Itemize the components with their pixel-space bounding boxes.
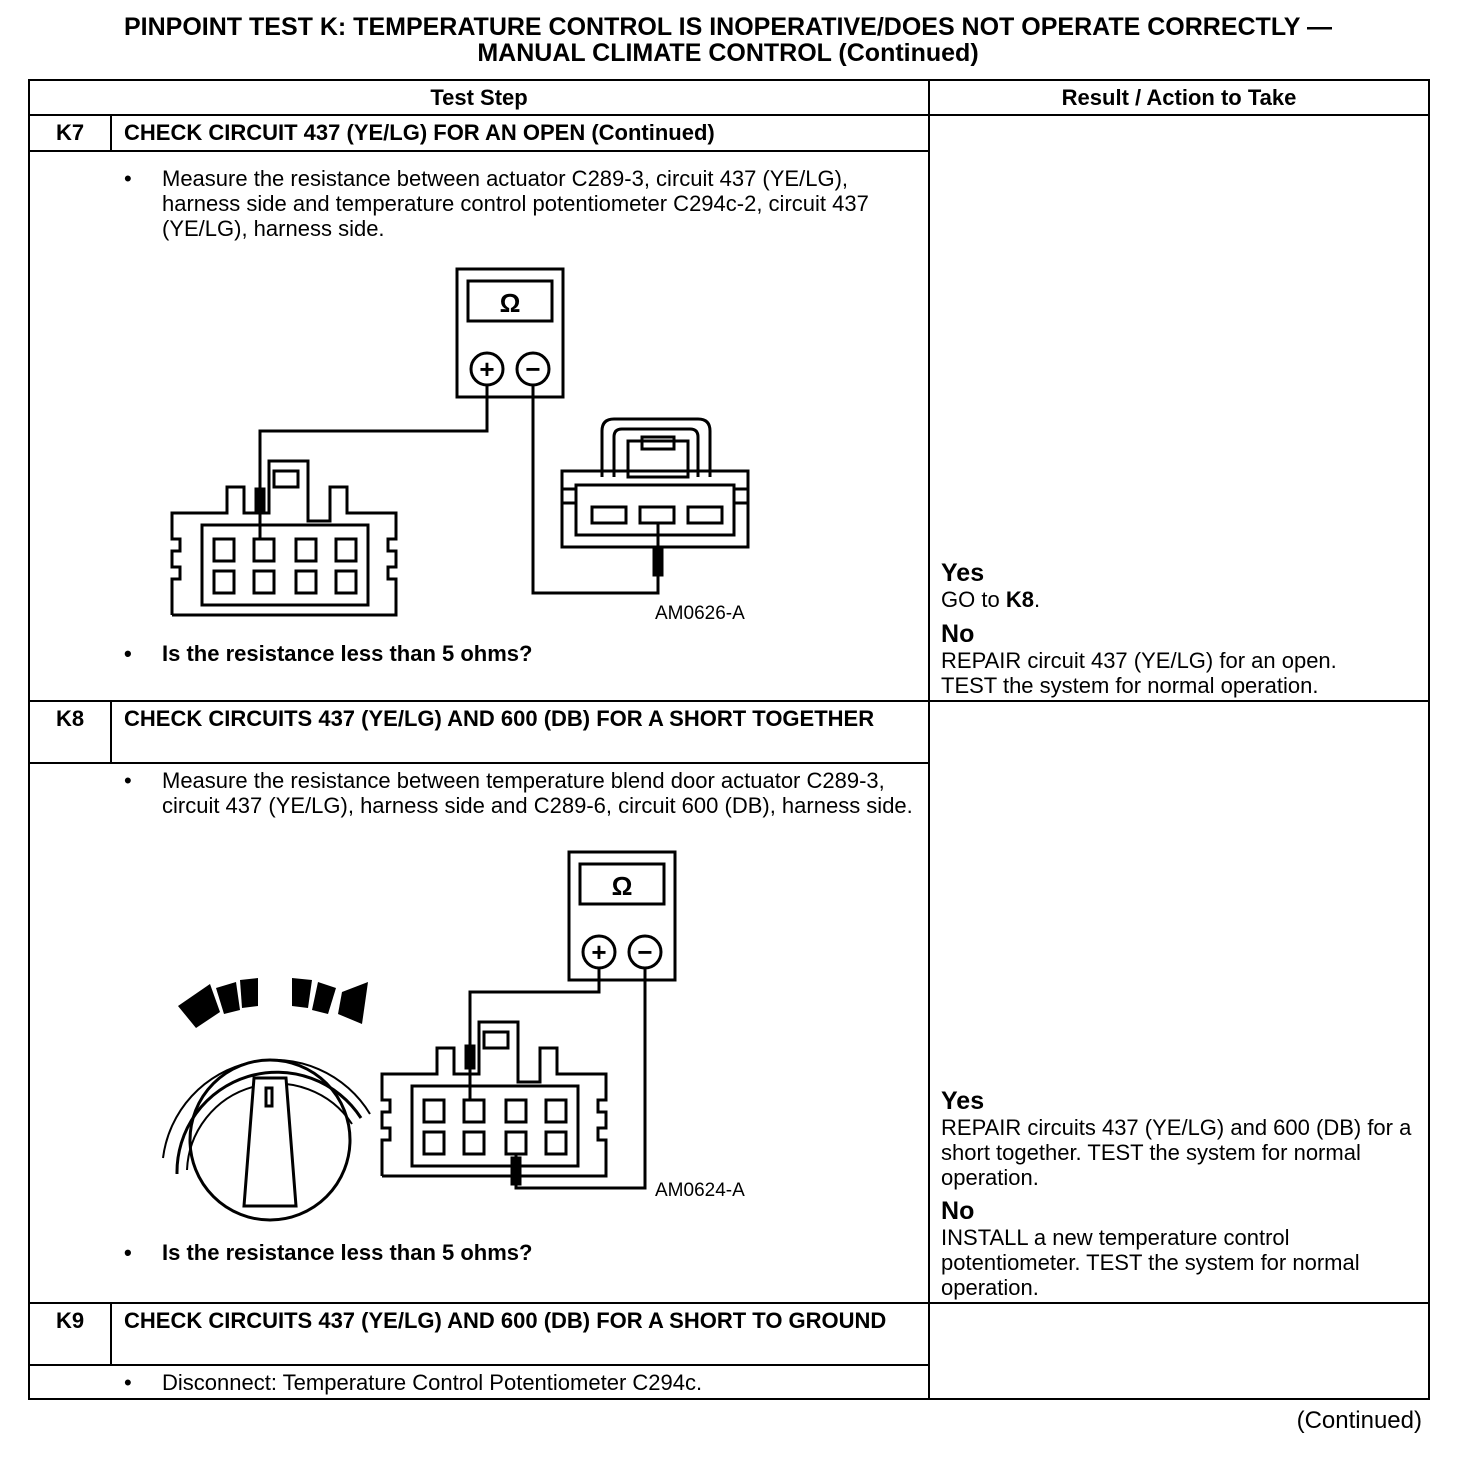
step-title-k9: CHECK CIRCUITS 437 (YE/LG) AND 600 (DB) …	[109, 1302, 931, 1366]
ohm-symbol-icon: Ω	[612, 871, 633, 901]
minus-symbol: −	[637, 937, 652, 967]
result-k7-no-text-1: REPAIR circuit 437 (YE/LG) for an open.	[941, 648, 1337, 673]
result-k7-yes-pre: GO to	[941, 587, 1006, 612]
result-k8-yes-label: Yes	[941, 1087, 985, 1115]
step-k7-body-row: • Measure the resistance between actuato…	[27, 150, 1429, 702]
step-k8-question-text: Is the resistance less than 5 ohms?	[162, 1240, 533, 1265]
bullet-dot: •	[124, 166, 132, 191]
ohm-symbol-icon: Ω	[500, 288, 521, 318]
positive-lead-wire	[258, 385, 489, 503]
ohmmeter-body	[567, 850, 677, 982]
step-k8-title-row: K8 CHECK CIRCUITS 437 (YE/LG) AND 600 (D…	[28, 700, 1431, 1304]
step-k7-body: • Measure the resistance between actuato…	[27, 150, 931, 702]
result-k8-yes-text: REPAIR circuits 437 (YE/LG) and 600 (DB)…	[941, 1115, 1412, 1190]
plus-symbol: +	[479, 354, 494, 384]
step-k9-instruction-text: Disconnect: Temperature Control Potentio…	[162, 1370, 703, 1395]
result-k8: Yes REPAIR circuits 437 (YE/LG) and 600 …	[928, 700, 1431, 1304]
rotation-arrows-icon	[178, 978, 368, 1028]
step-id-k8: K8	[28, 700, 112, 764]
step-k8-question: • Is the resistance less than 5 ohms?	[30, 1240, 928, 1265]
pinpoint-test-table: Test Step Result / Action to Take K7 CHE…	[27, 79, 1431, 1400]
actuator-connector-c289-icon	[380, 1020, 608, 1186]
ohmmeter-display	[466, 279, 554, 323]
step-k8-instruction-text: Measure the resistance between temperatu…	[162, 768, 913, 818]
ohmmeter: Ω + −	[567, 850, 677, 982]
step-k7-question-text: Is the resistance less than 5 ohms?	[162, 641, 533, 666]
result-k8-no-text: INSTALL a new temperature control potent…	[941, 1225, 1360, 1300]
step-title-k8: CHECK CIRCUITS 437 (YE/LG) AND 600 (DB) …	[109, 700, 931, 764]
ohmmeter: Ω + −	[455, 267, 565, 399]
figure-am0626-a: Ω + −	[170, 267, 750, 624]
result-k7-yes-text: GO to K8.	[941, 587, 1418, 612]
negative-lead-wire	[514, 968, 647, 1190]
step-k8-instruction: • Measure the resistance between tempera…	[30, 768, 928, 818]
step-k7-instruction-text: Measure the resistance between actuator …	[162, 166, 869, 241]
page-title-line-2: MANUAL CLIMATE CONTROL (Continued)	[477, 39, 979, 67]
step-k7-title-row: K7 CHECK CIRCUIT 437 (YE/LG) FOR AN OPEN…	[28, 114, 1431, 702]
result-k7-yes-label: Yes	[941, 559, 985, 587]
step-k7-question: • Is the resistance less than 5 ohms?	[30, 641, 928, 666]
bullet-dot: •	[124, 641, 132, 666]
header-test-step: Test Step	[27, 79, 931, 116]
figure-code-am0624-a: AM0624-A	[655, 1180, 745, 1201]
potentiometer-connector-c294c-icon	[170, 459, 398, 617]
ohmmeter-display	[578, 862, 666, 906]
result-k7-no-text-2: TEST the system for normal operation.	[941, 673, 1319, 698]
step-id-k7: K7	[28, 114, 112, 152]
result-k8-no-label: No	[941, 1197, 975, 1225]
step-k9-body-row: • Disconnect: Temperature Control Potent…	[27, 1364, 1429, 1400]
step-k8-body: • Measure the resistance between tempera…	[27, 762, 931, 1304]
figure-code-am0626-a: AM0626-A	[655, 603, 745, 624]
actuator-connector-c289-icon	[560, 417, 750, 577]
step-id-k9: K9	[28, 1302, 112, 1366]
step-k9-instruction: • Disconnect: Temperature Control Potent…	[30, 1370, 928, 1395]
plus-symbol: +	[591, 937, 606, 967]
result-k7-no-label: No	[941, 620, 975, 648]
step-k8-body-row: • Measure the resistance between tempera…	[27, 762, 1429, 1304]
figure-am0624-a: Ω + −	[162, 850, 745, 1222]
header-result-action: Result / Action to Take	[928, 79, 1431, 116]
step-title-k7: CHECK CIRCUIT 437 (YE/LG) FOR AN OPEN (C…	[109, 114, 931, 152]
page-title-line-1: PINPOINT TEST K: TEMPERATURE CONTROL IS …	[124, 13, 1332, 41]
continued-label: (Continued)	[1296, 1407, 1422, 1434]
step-k9-body: • Disconnect: Temperature Control Potent…	[27, 1364, 931, 1400]
bullet-dot: •	[124, 1240, 132, 1265]
step-k7-instruction: • Measure the resistance between actuato…	[30, 166, 928, 241]
result-k7: Yes GO to K8. No REPAIR circuit 437 (YE/…	[928, 114, 1431, 702]
bullet-dot: •	[124, 1370, 132, 1395]
negative-lead-wire	[531, 385, 660, 595]
bullet-dot: •	[124, 768, 132, 793]
positive-lead-wire	[468, 968, 601, 1030]
temperature-control-knob-icon	[162, 978, 371, 1222]
result-k7-yes-post: .	[1033, 587, 1041, 612]
ohmmeter-body	[455, 267, 565, 399]
result-k9	[928, 1302, 1431, 1400]
result-k7-yes-step-ref: K8	[1005, 587, 1034, 612]
minus-symbol: −	[525, 354, 540, 384]
step-k9-title-row: K9 CHECK CIRCUITS 437 (YE/LG) AND 600 (D…	[28, 1302, 1431, 1400]
table-header-row: Test Step Result / Action to Take	[27, 79, 1431, 116]
page-title: PINPOINT TEST K: TEMPERATURE CONTROL IS …	[28, 14, 1428, 66]
